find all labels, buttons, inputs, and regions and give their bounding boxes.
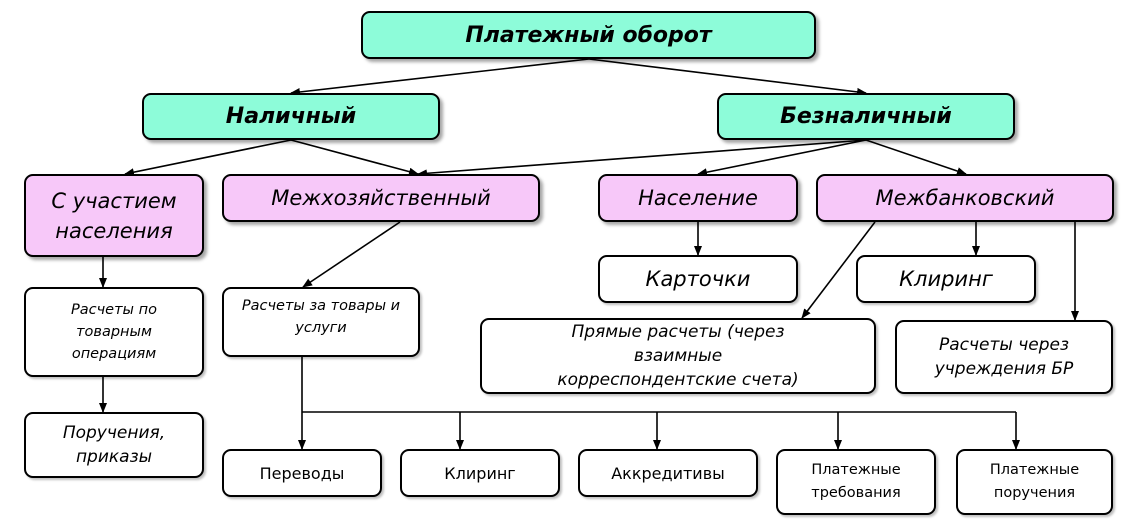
node-interfarm: Межхозяйственный — [222, 174, 540, 222]
node-label: Межбанковский — [875, 186, 1055, 210]
node-label: Платежный оборот — [465, 22, 712, 48]
node-payment-orders: Платежные поручения — [956, 449, 1113, 515]
arrow-cash-to-with-population — [124, 139, 292, 177]
node-settlements-goods-services: Расчеты за товары и услуги — [222, 287, 420, 357]
node-population: Население — [598, 174, 798, 222]
arrow-cash-to-interfarm — [290, 139, 419, 176]
node-direct-settlements: Прямые расчеты (через взаимные корреспон… — [480, 318, 876, 394]
node-label: Поручения, приказы — [62, 423, 166, 467]
node-label: Расчеты по товарным операциям — [71, 302, 157, 362]
arrow-noncash-to-interbank — [865, 139, 967, 175]
node-noncash: Безналичный — [717, 93, 1015, 140]
node-label: Население — [638, 186, 758, 210]
node-cards: Карточки — [598, 255, 798, 303]
node-label: Наличный — [225, 104, 357, 129]
node-label: Аккредитивы — [611, 463, 725, 483]
node-clearing-interbank: Клиринг — [856, 255, 1036, 303]
arrow-noncash-to-interfarm — [417, 139, 867, 178]
node-with-population: С участием населения — [24, 174, 204, 257]
node-label: Платежные требования — [811, 462, 901, 501]
node-transfers: Переводы — [222, 449, 382, 497]
node-payment-turnover: Платежный оборот — [361, 11, 816, 59]
node-settlements-goods-operations: Расчеты по товарным операциям — [24, 287, 204, 377]
arrow-root-to-noncash — [588, 58, 867, 96]
node-label: Платежные поручения — [989, 462, 1080, 501]
node-letters-of-credit: Аккредитивы — [578, 449, 758, 497]
node-label: Клиринг — [444, 463, 516, 483]
node-cash: Наличный — [142, 93, 440, 140]
node-interbank: Межбанковский — [816, 174, 1114, 222]
node-label: Межхозяйственный — [271, 186, 491, 210]
arrow-interfarm-to-goods-services — [302, 221, 401, 288]
node-label: Прямые расчеты (через взаимные корреспон… — [557, 322, 799, 390]
node-label: Расчеты за товары и услуги — [241, 298, 401, 336]
node-label: С участием населения — [51, 188, 177, 243]
node-clearing: Клиринг — [400, 449, 560, 497]
arrow-interbank-to-direct — [801, 221, 876, 319]
node-settlements-via-br: Расчеты через учреждения БР — [895, 320, 1113, 394]
node-label: Безналичный — [780, 104, 952, 129]
node-orders-commands: Поручения, приказы — [24, 412, 204, 478]
node-payment-requests: Платежные требования — [776, 449, 936, 515]
node-label: Клиринг — [899, 267, 993, 291]
arrow-root-to-cash — [290, 58, 590, 96]
node-label: Расчеты через учреждения БР — [934, 335, 1074, 379]
arrow-noncash-to-population — [697, 139, 867, 177]
node-label: Переводы — [259, 463, 345, 483]
node-label: Карточки — [645, 267, 751, 291]
